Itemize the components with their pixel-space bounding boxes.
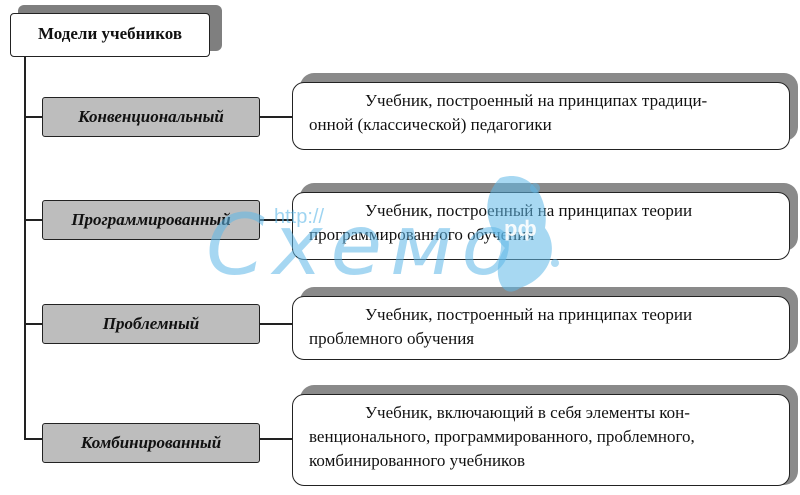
description-line: онной (классической) педагогики [309, 115, 552, 134]
description-line: Учебник, включающий в себя элементы кон- [365, 403, 690, 422]
description-line: венционального, программированного, проб… [309, 427, 695, 446]
connector-link [260, 116, 292, 118]
description-line: Учебник, построенный на принципах теории [365, 201, 693, 220]
category-programmed: Программированный [42, 200, 260, 240]
description-line: проблемного обучения [309, 329, 475, 348]
description-conventional: Учебник, построенный на принципах традиц… [292, 82, 790, 150]
connector-branch [24, 116, 42, 118]
description-line: Учебник, построенный на принципах теории [365, 305, 693, 324]
description-line: комбинированного учебников [309, 451, 525, 470]
connector-branch [24, 323, 42, 325]
connector-link [260, 219, 292, 221]
category-label: Программированный [71, 210, 231, 229]
category-label: Комбинированный [80, 433, 222, 452]
connector-link [260, 438, 292, 440]
category-combined: Комбинированный [42, 423, 260, 463]
root-node-models: Модели учебников [10, 13, 210, 57]
category-label: Проблемный [102, 314, 200, 333]
connector-spine [24, 57, 26, 439]
description-problem: Учебник, построенный на принципах теории… [292, 296, 790, 360]
description-programmed: Учебник, построенный на принципах теории… [292, 192, 790, 260]
description-combined: Учебник, включающий в себя элементы кон-… [292, 394, 790, 486]
root-label: Модели учебников [37, 24, 183, 43]
connector-branch [24, 438, 42, 440]
category-problem: Проблемный [42, 304, 260, 344]
connector-branch [24, 219, 42, 221]
description-line: программированного обучения [309, 225, 535, 244]
category-label: Конвенциональный [78, 107, 224, 126]
description-line: Учебник, построенный на принципах традиц… [365, 91, 708, 110]
category-conventional: Конвенциональный [42, 97, 260, 137]
connector-link [260, 323, 292, 325]
